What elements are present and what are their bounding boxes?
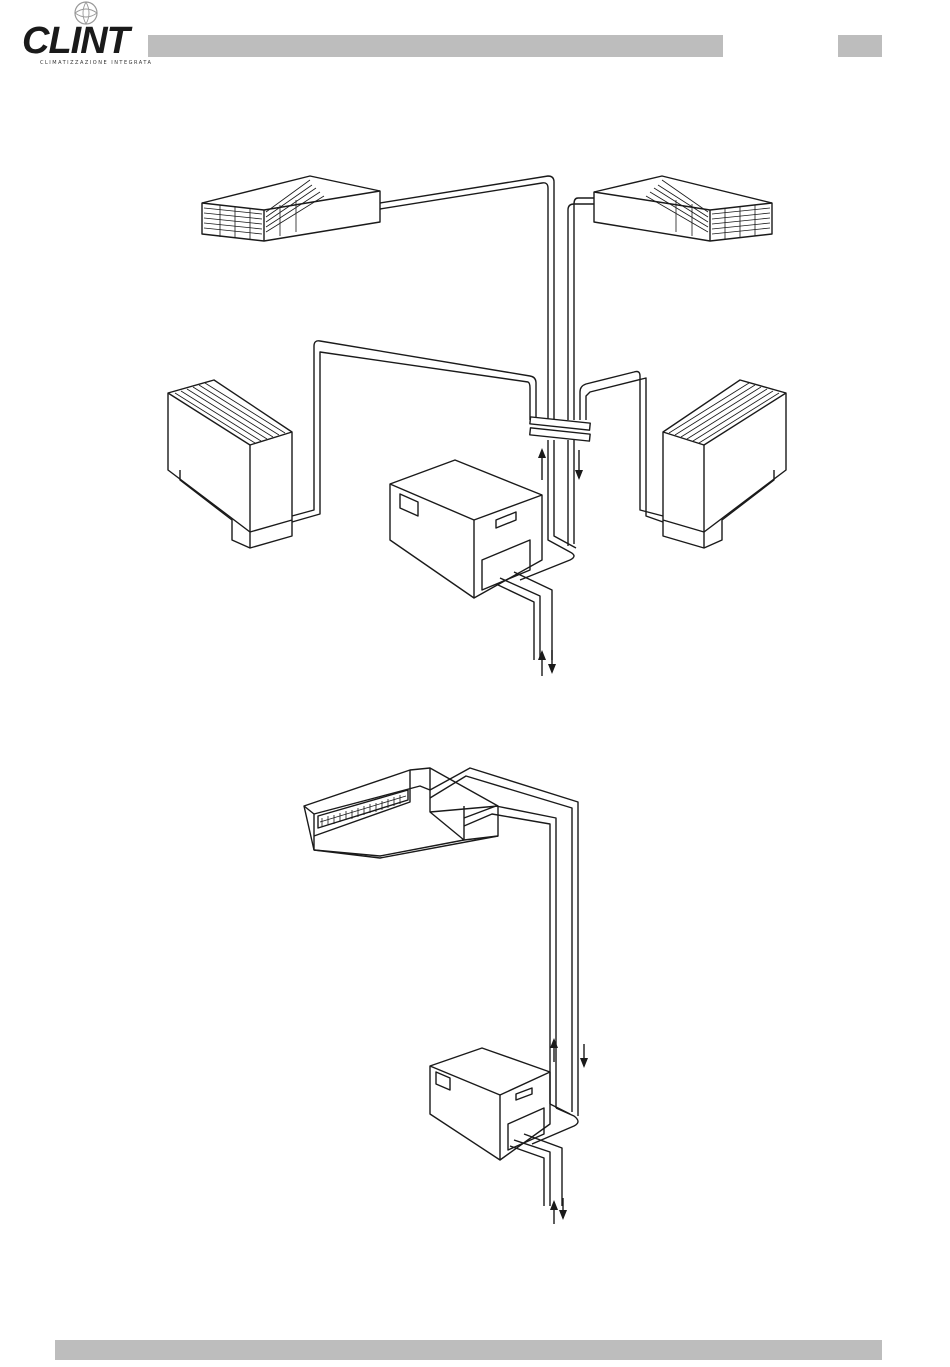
chiller-unit-upper <box>390 460 542 598</box>
ducted-ceiling-unit <box>304 768 498 858</box>
floor-console-left <box>168 380 292 548</box>
ceiling-cassette-left <box>202 176 380 241</box>
floor-console-right <box>663 380 786 548</box>
ceiling-cassette-right <box>594 176 772 241</box>
chiller-unit-lower <box>430 1048 550 1160</box>
upper-installation-diagram <box>168 176 786 676</box>
lower-installation-diagram <box>304 768 588 1224</box>
flow-arrows-upper <box>538 448 583 676</box>
